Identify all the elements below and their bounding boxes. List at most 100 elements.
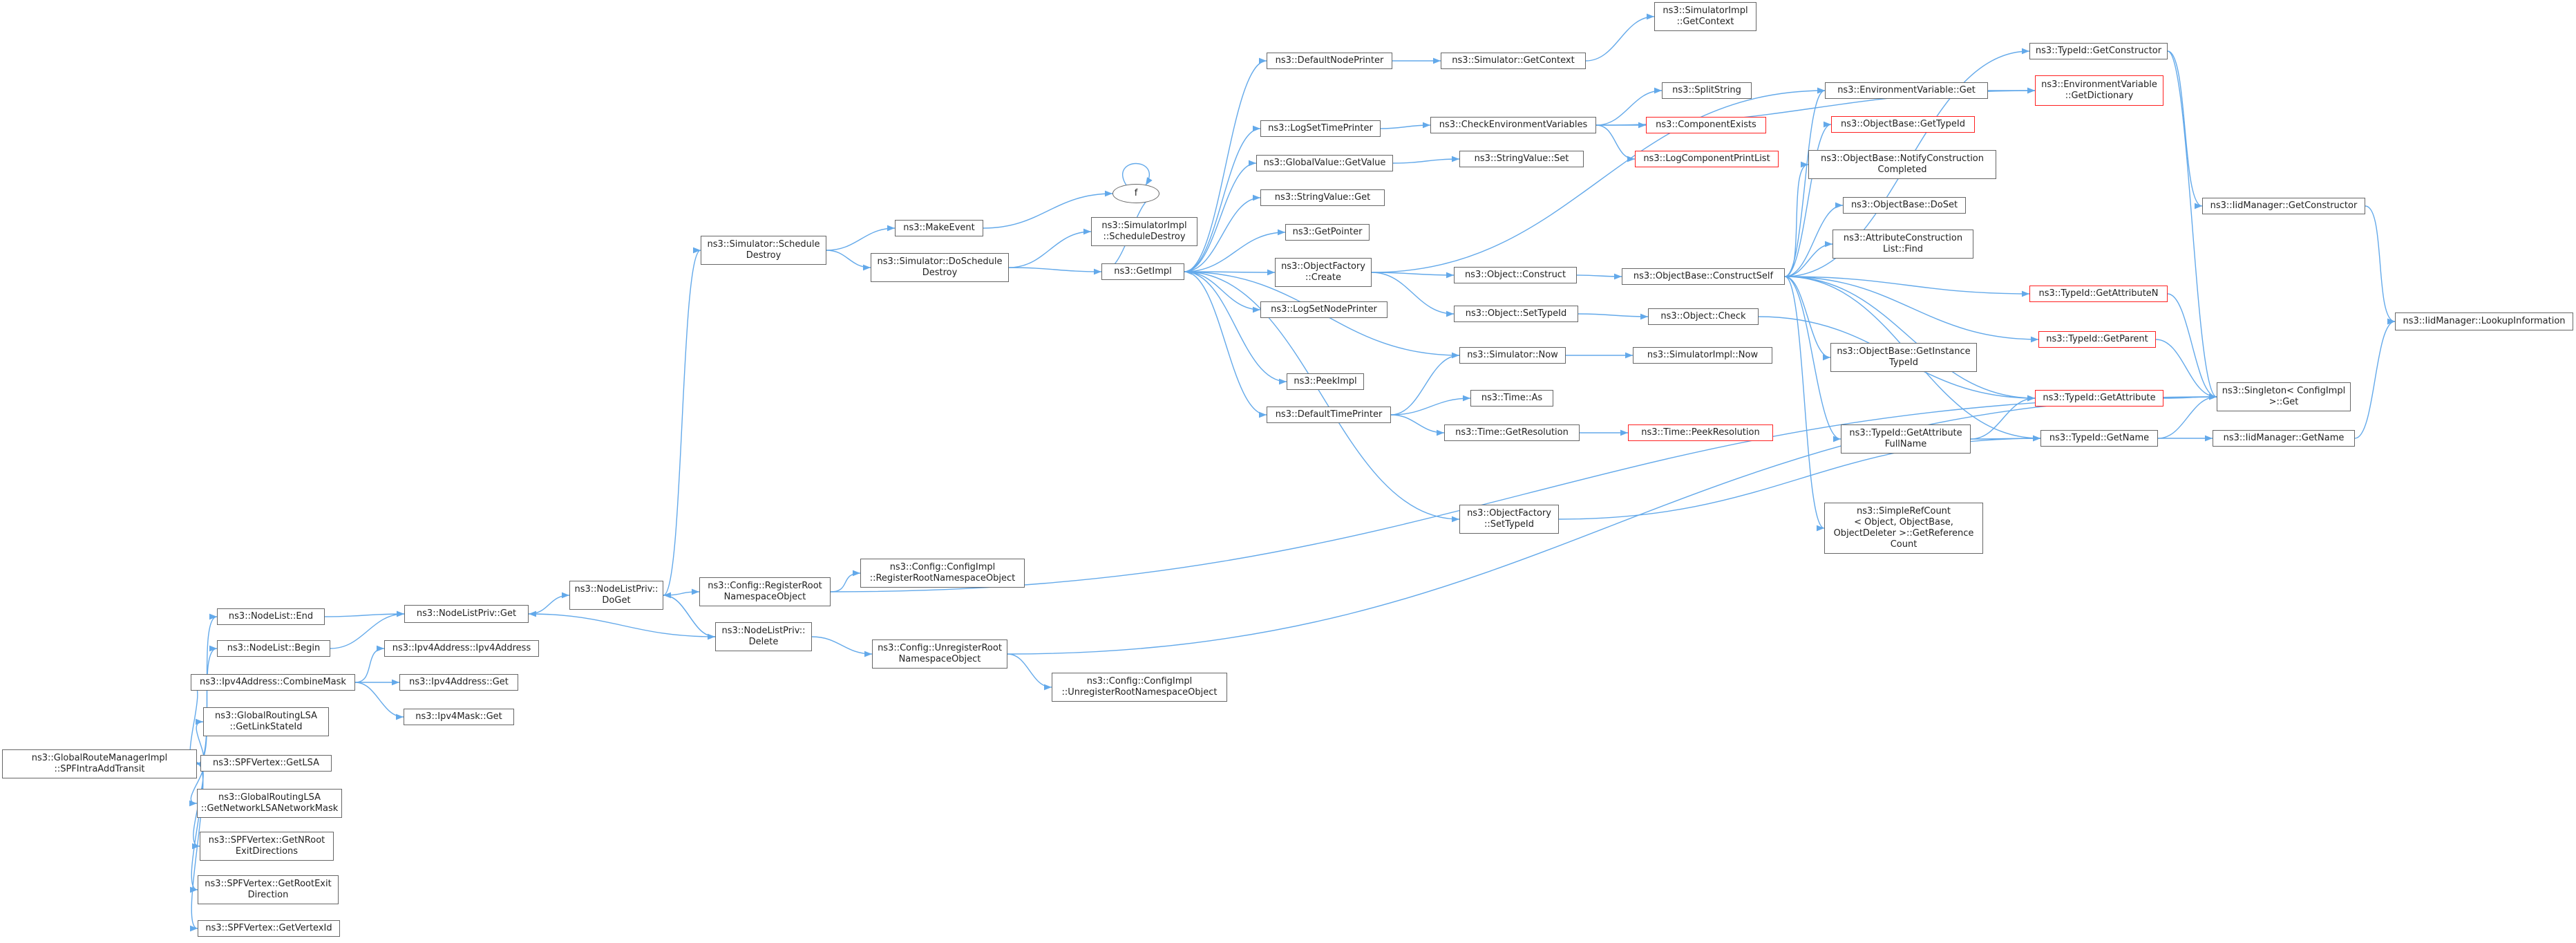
node-objectfactory-create[interactable]: ns3::ObjectFactory ::Create: [1275, 258, 1372, 287]
edge-sim_get_context-to-simimpl_get_context: [1585, 13, 1655, 62]
node-typeid-getconstructor[interactable]: ns3::TypeId::GetConstructor: [2029, 43, 2168, 59]
edge-objbase_construct_self-to-objbase_get_instance_typeid: [1784, 276, 1831, 361]
node-configimpl-register[interactable]: ns3::Config::ConfigImpl ::RegisterRootNa…: [860, 559, 1025, 588]
node-typeid-getname[interactable]: ns3::TypeId::GetName: [2040, 430, 2158, 447]
edge-objfactory_create-to-object_construct: [1371, 272, 1455, 279]
edge-objbase_construct_self-to-typeid_get_parent: [1784, 276, 2039, 343]
edge-do_sched_destroy-to-getimpl: [1008, 267, 1102, 275]
node-defaulttimeprinter[interactable]: ns3::DefaultTimePrinter: [1267, 407, 1391, 423]
edge-getimpl-to-default_time_printer: [1184, 271, 1267, 418]
edge-getimpl-to-default_node_printer: [1184, 57, 1267, 272]
edge-objbase_construct_self-to-attr_construction_find: [1784, 241, 1833, 277]
node-config-unregisterroot[interactable]: ns3::Config::UnregisterRoot NamespaceObj…: [872, 639, 1007, 669]
node-typeid-getattribute[interactable]: ns3::TypeId::GetAttribute: [2035, 390, 2163, 407]
node-checkenvironmentvariables[interactable]: ns3::CheckEnvironmentVariables: [1430, 117, 1596, 133]
edge-check_env_vars-to-split_string: [1595, 87, 1663, 126]
node-iidmanager-getconstructor[interactable]: ns3::IidManager::GetConstructor: [2202, 198, 2365, 214]
node-f[interactable]: f: [1112, 184, 1159, 203]
edge-objbase_construct_self-to-env_var_get: [1784, 87, 1826, 277]
edge-nlp_delete-to-nlp_get: [528, 610, 716, 637]
node-simulator-scheduledestroy[interactable]: ns3::Simulator::Schedule Destroy: [701, 236, 826, 265]
node-stringvalue-get[interactable]: ns3::StringValue::Get: [1260, 189, 1385, 206]
node-spfvertex-getvertexid[interactable]: ns3::SPFVertex::GetVertexId: [198, 920, 340, 937]
node-nodelist-end[interactable]: ns3::NodeList::End: [217, 608, 325, 625]
node-iidmanager-getname[interactable]: ns3::IidManager::GetName: [2213, 430, 2355, 447]
node-config-registerroot[interactable]: ns3::Config::RegisterRoot NamespaceObjec…: [699, 577, 831, 606]
node-ipv4mask-get[interactable]: ns3::Ipv4Mask::Get: [404, 709, 514, 725]
node-peekimpl[interactable]: ns3::PeekImpl: [1287, 373, 1364, 390]
edge-nlp_delete-to-nlp_doget: [663, 592, 716, 637]
node-environmentvariable-get[interactable]: ns3::EnvironmentVariable::Get: [1825, 82, 1988, 99]
edge-objbase_construct_self-to-objbase_notify: [1784, 161, 1809, 277]
node-nodelistpriv-delete[interactable]: ns3::NodeListPriv:: Delete: [715, 622, 812, 651]
node-getpointer[interactable]: ns3::GetPointer: [1285, 224, 1370, 241]
edge-typeid_get_attribute_n-to-singleton_get: [2167, 293, 2217, 400]
node-simplerefcount-getreferencecount[interactable]: ns3::SimpleRefCount < Object, ObjectBase…: [1824, 503, 1983, 554]
node-logsettimeprinter[interactable]: ns3::LogSetTimePrinter: [1260, 120, 1381, 137]
node-objectfactory-settypeid[interactable]: ns3::ObjectFactory ::SetTypeId: [1459, 505, 1559, 534]
node-ipv4address-combinemask[interactable]: ns3::Ipv4Address::CombineMask: [191, 674, 355, 691]
node-objectbase-notifyconstructioncompleted[interactable]: ns3::ObjectBase::NotifyConstruction Comp…: [1808, 150, 1996, 179]
node-simulator-getcontext[interactable]: ns3::Simulator::GetContext: [1441, 53, 1586, 69]
node-objectbase-constructself[interactable]: ns3::ObjectBase::ConstructSelf: [1622, 268, 1785, 285]
node-nodelistpriv-get[interactable]: ns3::NodeListPriv::Get: [404, 605, 529, 623]
edge-typeid_get_constructor-to-iidmanager_get_constructor: [2167, 50, 2203, 209]
edge-object_settypeid-to-object_check: [1578, 313, 1649, 320]
edge-register_root-to-singleton_get: [830, 393, 2217, 592]
node-splitstring[interactable]: ns3::SplitString: [1662, 82, 1752, 99]
node-simulatorimpl-scheduledestroy[interactable]: ns3::SimulatorImpl ::ScheduleDestroy: [1091, 217, 1197, 246]
node-getlinkstateid[interactable]: ns3::GlobalRoutingLSA ::GetLinkStateId: [203, 707, 329, 736]
node-time-as[interactable]: ns3::Time::As: [1470, 390, 1553, 407]
node-time-peekresolution[interactable]: ns3::Time::PeekResolution: [1628, 424, 1773, 441]
edge-register_root-to-cfgimpl_register: [830, 570, 861, 592]
node-singleton-configimpl-get[interactable]: ns3::Singleton< ConfigImpl >::Get: [2217, 382, 2351, 411]
node-simulatorimpl-now[interactable]: ns3::SimulatorImpl::Now: [1633, 347, 1772, 364]
edge-typeid_get_parent-to-singleton_get: [2155, 339, 2217, 400]
node-object-check[interactable]: ns3::Object::Check: [1648, 308, 1759, 325]
node-nodelist-begin[interactable]: ns3::NodeList::Begin: [217, 640, 330, 657]
edge-typeid_get_constructor-to-singleton_get: [2167, 50, 2217, 400]
edge-default_time_printer-to-sim_now: [1390, 352, 1460, 416]
node-typeid-getattributefullname[interactable]: ns3::TypeId::GetAttribute FullName: [1841, 424, 1971, 454]
node-environmentvariable-getdictionary[interactable]: ns3::EnvironmentVariable ::GetDictionary: [2035, 75, 2163, 106]
edge-check_env_vars-to-log_component_print_list: [1595, 124, 1636, 162]
edge-f_node-to-f_node: [1122, 162, 1153, 186]
node-stringvalue-set[interactable]: ns3::StringValue::Set: [1459, 151, 1584, 167]
node-objectbase-doset[interactable]: ns3::ObjectBase::DoSet: [1843, 197, 1966, 214]
node-object-construct[interactable]: ns3::Object::Construct: [1454, 267, 1577, 283]
node-object-settypeid[interactable]: ns3::Object::SetTypeId: [1454, 306, 1578, 322]
node-logsetnodeprinter[interactable]: ns3::LogSetNodePrinter: [1260, 301, 1388, 318]
edge-objbase_construct_self-to-typeid_get_attribute: [1784, 276, 2036, 402]
node-objectbase-gettypeid[interactable]: ns3::ObjectBase::GetTypeId: [1831, 116, 1975, 133]
node-getrootexitdirection[interactable]: ns3::SPFVertex::GetRootExit Direction: [198, 875, 339, 904]
node-typeid-getparent[interactable]: ns3::TypeId::GetParent: [2038, 331, 2156, 348]
node-attributeconstructionlist-find[interactable]: ns3::AttributeConstruction List::Find: [1832, 230, 1973, 259]
node-simulator-doscheduledestroy[interactable]: ns3::Simulator::DoSchedule Destroy: [871, 253, 1009, 282]
node-simulator-now[interactable]: ns3::Simulator::Now: [1459, 347, 1566, 364]
node-ipv4address-get[interactable]: ns3::Ipv4Address::Get: [399, 674, 518, 691]
node-nodelistpriv-doget[interactable]: ns3::NodeListPriv:: DoGet: [569, 581, 663, 610]
node-componentexists[interactable]: ns3::ComponentExists: [1646, 117, 1766, 133]
edge-objfactory_create-to-env_var_get: [1371, 87, 1826, 273]
node-time-getresolution[interactable]: ns3::Time::GetResolution: [1444, 424, 1580, 441]
node-spf-intra-add-transit[interactable]: ns3::GlobalRouteManagerImpl ::SPFIntraAd…: [2, 749, 197, 778]
node-spfvertex-getlsa[interactable]: ns3::SPFVertex::GetLSA: [200, 755, 332, 772]
edge-nlp_doget-to-register_root: [663, 588, 700, 596]
node-globalvalue-getvalue[interactable]: ns3::GlobalValue::GetValue: [1256, 155, 1393, 171]
edge-iidmanager_get_constructor-to-iidmanager_lookup_info: [2365, 205, 2396, 325]
node-getnrootexitdirections[interactable]: ns3::SPFVertex::GetNRoot ExitDirections: [200, 832, 334, 861]
node-getimpl[interactable]: ns3::GetImpl: [1101, 263, 1184, 280]
node-getnetworklsanetworkmask[interactable]: ns3::GlobalRoutingLSA ::GetNetworkLSANet…: [197, 789, 342, 818]
node-simulatorimpl-getcontext[interactable]: ns3::SimulatorImpl ::GetContext: [1654, 2, 1756, 31]
edge-nodelist_end-to-nlp_get: [324, 610, 405, 617]
node-ipv4address-ctor[interactable]: ns3::Ipv4Address::Ipv4Address: [384, 640, 539, 657]
node-configimpl-unregister[interactable]: ns3::Config::ConfigImpl ::UnregisterRoot…: [1052, 673, 1227, 702]
node-typeid-getattributen[interactable]: ns3::TypeId::GetAttributeN: [2029, 286, 2168, 302]
edge-typeid_get_attr_fullname-to-typeid_get_name: [1970, 435, 2041, 442]
node-logcomponentprintlist[interactable]: ns3::LogComponentPrintList: [1635, 151, 1779, 167]
edge-objbase_construct_self-to-simple_ref_count: [1784, 276, 1825, 532]
node-defaultnodeprinter[interactable]: ns3::DefaultNodePrinter: [1267, 53, 1392, 69]
node-iidmanager-lookupinformation[interactable]: ns3::IidManager::LookupInformation: [2395, 312, 2573, 330]
node-objectbase-getinstancetypeid[interactable]: ns3::ObjectBase::GetInstance TypeId: [1830, 343, 1977, 372]
node-makeevent[interactable]: ns3::MakeEvent: [895, 220, 983, 236]
